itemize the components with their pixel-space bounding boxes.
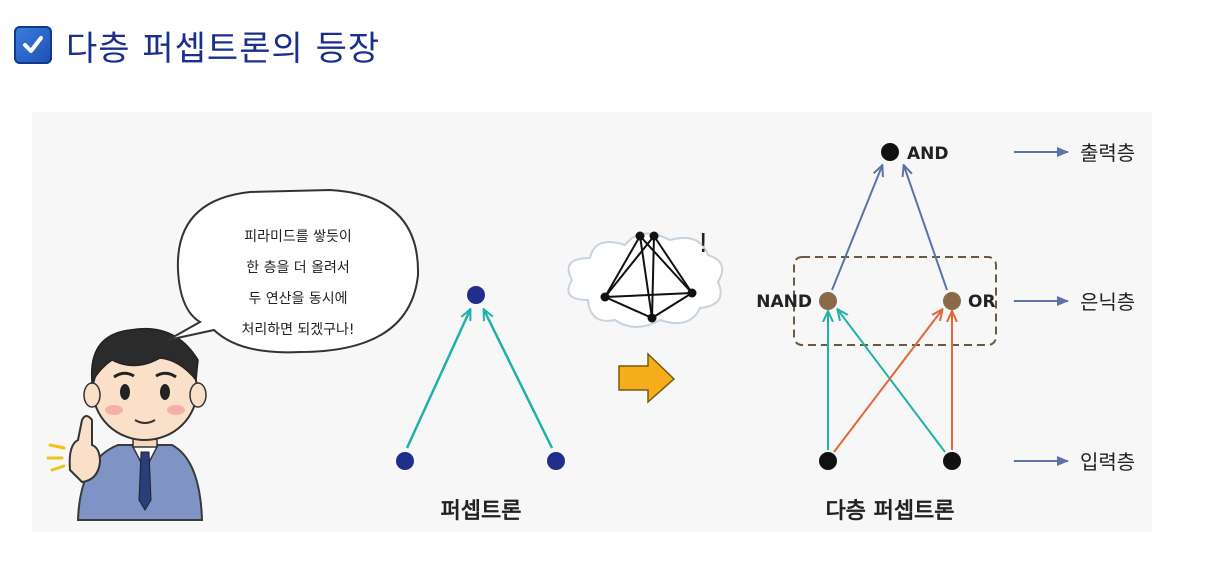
character — [46, 327, 207, 521]
perceptron-diagram: 퍼셉트론 — [396, 286, 565, 524]
speech-line: 처리하면 되겠구나! — [241, 322, 354, 338]
hidden-layer-label: 은닉층 — [1080, 290, 1135, 314]
output-layer-label: 출력층 — [1080, 141, 1135, 165]
speech-bubble: 피라미드를 쌓듯이 한 층을 더 올려서 두 연산을 동시에 처리하면 되겠구나… — [167, 188, 420, 354]
transition-arrow-icon — [618, 352, 676, 404]
or-node — [943, 292, 961, 310]
exclaim-mark: ! — [698, 229, 708, 259]
edge — [833, 310, 942, 453]
nand-node — [819, 292, 837, 310]
edge — [405, 310, 470, 449]
header: 다층 퍼셉트론의 등장 — [14, 22, 381, 69]
and-label: AND — [907, 144, 949, 164]
checkbox-icon — [14, 26, 52, 64]
perceptron-caption: 퍼셉트론 — [441, 499, 522, 524]
edge — [904, 166, 948, 291]
speech-line: 두 연산을 동시에 — [248, 291, 347, 307]
speech-line: 한 층을 더 올려서 — [246, 260, 350, 276]
cloud-pyramid: ! — [567, 229, 724, 328]
edge — [484, 310, 554, 449]
or-label: OR — [968, 292, 996, 312]
output-node — [467, 286, 485, 304]
edge — [838, 310, 946, 453]
hidden-layer-box — [793, 256, 997, 346]
input-node — [547, 452, 565, 470]
input-layer-label: 입력층 — [1080, 450, 1135, 474]
input-node — [943, 452, 961, 470]
and-node — [881, 143, 899, 161]
speech-line: 피라미드를 쌓듯이 — [244, 229, 352, 245]
input-node — [819, 452, 837, 470]
mlp-diagram: AND NAND OR 출력층 은닉층 입력층 다층 퍼셉트론 — [756, 141, 1135, 524]
page-title: 다층 퍼셉트론의 등장 — [66, 28, 381, 69]
edge — [831, 166, 882, 291]
mlp-caption: 다층 퍼셉트론 — [825, 499, 954, 524]
input-node — [396, 452, 414, 470]
nand-label: NAND — [756, 292, 812, 312]
